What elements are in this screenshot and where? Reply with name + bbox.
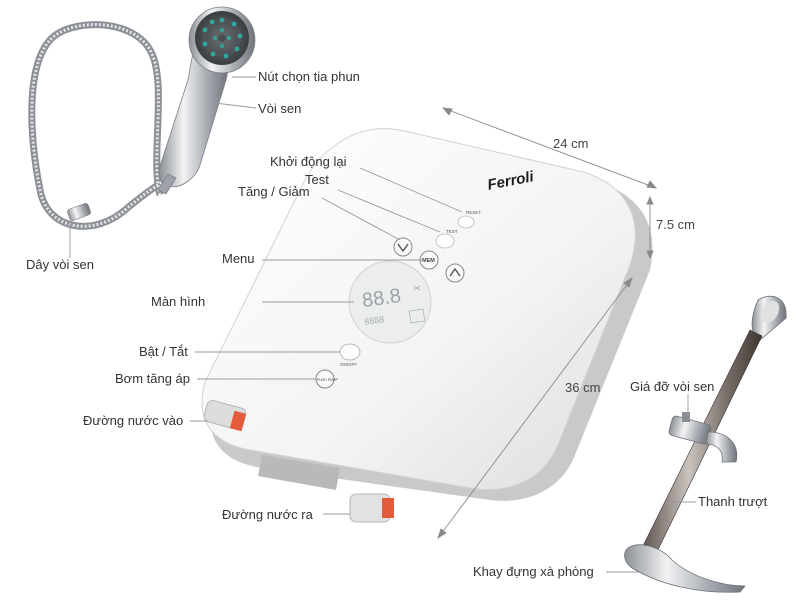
onoff-label: ON/OFF [340,362,357,367]
label-menu: Menu [222,251,255,266]
label-booster-pump: Bơm tăng áp [115,371,191,386]
soap-tray [624,544,746,593]
reset-label: RESET [466,210,481,215]
label-holder: Giá đỡ vòi sen [630,379,715,394]
dimension-lines [437,107,658,540]
hose-fitting [67,203,91,221]
pump-label: PUSH PUMP [317,378,338,382]
reset-button[interactable] [457,215,475,229]
lcd-small-digits: 8888 [364,314,385,327]
water-inlet-pipe [203,400,247,432]
lcd-screen: 88.8 8888 [348,260,432,344]
label-hose: Dây vòi sen [26,257,94,272]
water-outlet-pipe [349,493,394,523]
label-screen: Màn hình [151,294,206,309]
label-spray-selector: Nút chọn tia phun [258,69,360,84]
test-label: TEST [446,229,458,234]
label-water-in: Đường nước vào [83,413,184,428]
shower-head [157,6,256,195]
up-button[interactable] [445,263,465,283]
chevron-up-icon [449,267,461,277]
lcd-main-digits: 88.8 [361,285,403,312]
spray-nozzles [202,17,243,59]
dimension-depth: 7.5 cm [656,217,696,232]
dimension-height: 36 cm [565,380,601,395]
chevron-down-icon [397,243,409,253]
dimension-width: 24 cm [553,136,589,151]
label-up-down: Tăng / Giảm [238,184,310,199]
water-heater: Ferroli RESET TEST MEM 88.8 8888 ON [201,128,653,523]
label-slide-bar: Thanh trượt [698,494,768,509]
shower-holder [668,412,738,463]
label-water-out: Đường nước ra [222,507,313,522]
slide-bar-assembly [624,295,787,593]
label-shower-head: Vòi sen [258,101,302,116]
leader-lines [69,76,696,573]
label-test: Test [305,172,329,187]
test-button[interactable] [435,233,455,249]
down-button[interactable] [393,237,413,257]
mem-label: MEM [422,258,435,264]
label-soap-tray: Khay đựng xà phòng [473,564,594,579]
label-restart: Khởi động lại [270,154,347,169]
power-button[interactable] [339,343,361,361]
shower-hose [28,21,168,230]
label-on-off: Bật / Tắt [139,344,188,359]
